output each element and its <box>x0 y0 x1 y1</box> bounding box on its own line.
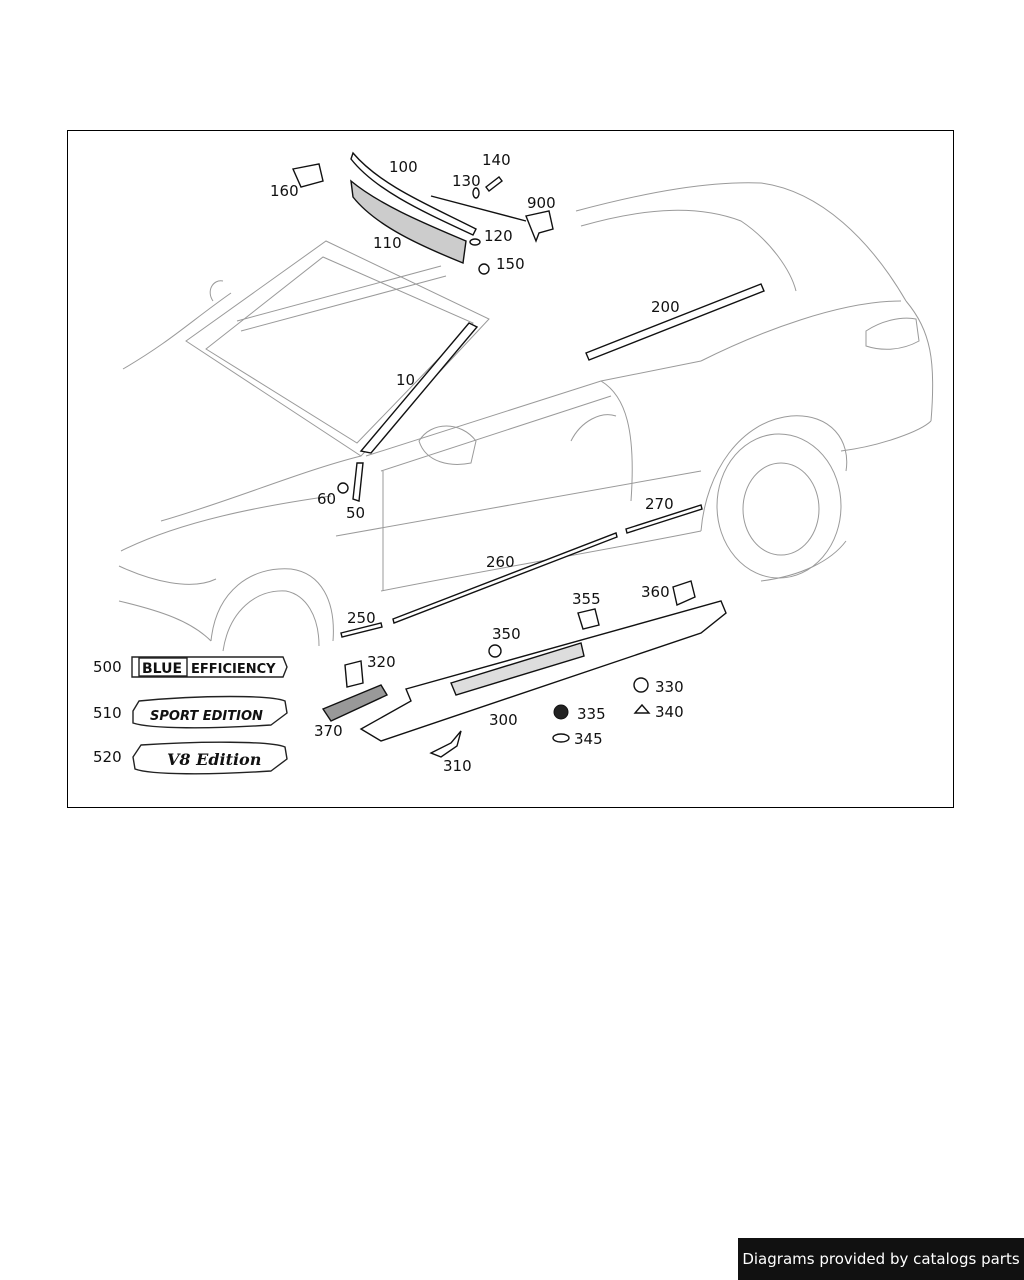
callout-900: 900 <box>527 194 556 212</box>
badge-blue-text: BLUE <box>142 661 182 677</box>
callout-335: 335 <box>577 705 606 723</box>
callout-150: 150 <box>496 255 525 273</box>
cable-line-900 <box>430 195 527 222</box>
clip-part-335 <box>553 704 569 720</box>
a-pillar-trim-part <box>359 322 479 454</box>
callout-350: 350 <box>492 625 521 643</box>
bolt-part-140 <box>485 176 503 192</box>
badge-v8-edition-text: V8 Edition <box>167 750 261 769</box>
badge-v8-edition: V8 Edition <box>132 741 288 775</box>
badge-sport-edition: SPORT EDITION <box>132 695 288 729</box>
badge-sport-edition-text: SPORT EDITION <box>150 709 263 724</box>
callout-60: 60 <box>317 490 336 508</box>
callout-260: 260 <box>486 553 515 571</box>
washer-part-120 <box>469 238 481 246</box>
badge-blue-efficiency: BLUE EFFICIENCY <box>131 656 288 678</box>
callout-300: 300 <box>489 711 518 729</box>
callout-140: 140 <box>482 151 511 169</box>
callout-330: 330 <box>655 678 684 696</box>
callout-100: 100 <box>389 158 418 176</box>
callout-10: 10 <box>396 371 415 389</box>
clip-part-320 <box>344 660 364 688</box>
roof-strip-part <box>585 283 765 361</box>
callout-370: 370 <box>314 722 343 740</box>
callout-360: 360 <box>641 583 670 601</box>
callout-320: 320 <box>367 653 396 671</box>
callout-500: 500 <box>93 658 122 676</box>
parts-illustrations <box>292 151 765 758</box>
grille-mesh-part <box>350 179 467 264</box>
callout-270: 270 <box>645 495 674 513</box>
callout-labels: 10 50 60 100 110 120 130 140 150 160 200… <box>93 151 684 775</box>
callout-510: 510 <box>93 704 122 722</box>
screw-part-150 <box>478 263 490 275</box>
callout-120: 120 <box>484 227 513 245</box>
clip-part-60 <box>337 482 349 494</box>
washer-part-345 <box>552 733 570 743</box>
footer-credit[interactable]: Diagrams provided by catalogs parts <box>738 1238 1024 1280</box>
trim-part-50 <box>352 462 364 502</box>
callout-250: 250 <box>347 609 376 627</box>
moulding-part-260 <box>392 532 618 624</box>
callout-355: 355 <box>572 590 601 608</box>
ring-part-130 <box>472 187 480 199</box>
screw-part-340 <box>633 703 651 714</box>
moulding-part-270 <box>625 504 703 534</box>
cowl-strip-part <box>350 151 477 236</box>
reinforcement-part-370 <box>321 684 389 722</box>
callout-200: 200 <box>651 298 680 316</box>
callout-340: 340 <box>655 703 684 721</box>
bracket-part-900 <box>525 210 554 243</box>
parts-diagram: 10 50 60 100 110 120 130 140 150 160 200… <box>93 151 934 775</box>
moulding-part-250 <box>340 622 383 638</box>
car-outline <box>118 182 934 652</box>
clip-part-350 <box>488 644 502 658</box>
callout-310: 310 <box>443 757 472 775</box>
callout-50: 50 <box>346 504 365 522</box>
callout-160: 160 <box>270 182 299 200</box>
nut-part-330 <box>633 677 649 693</box>
cap-part-160 <box>292 163 324 188</box>
bracket-part-310 <box>429 730 462 758</box>
parts-diagram-frame: 10 50 60 100 110 120 130 140 150 160 200… <box>67 130 954 808</box>
callout-130: 130 <box>452 172 481 190</box>
side-skirt-clips <box>450 642 585 696</box>
side-skirt-part <box>359 600 727 742</box>
badge-efficiency-text: EFFICIENCY <box>191 662 276 677</box>
clip-part-355 <box>577 608 600 630</box>
callout-520: 520 <box>93 748 122 766</box>
callout-345: 345 <box>574 730 603 748</box>
end-cap-part-360 <box>672 580 696 606</box>
callout-110: 110 <box>373 234 402 252</box>
